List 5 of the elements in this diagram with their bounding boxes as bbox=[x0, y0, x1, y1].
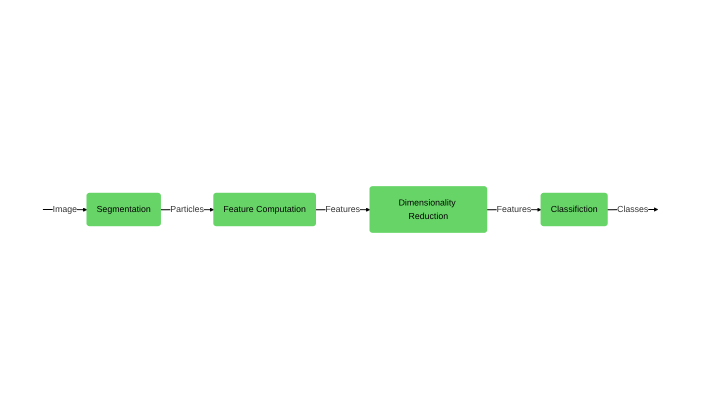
edge-label: Classes bbox=[617, 204, 648, 214]
edge-label: Image bbox=[52, 204, 78, 214]
edge-label: Particles bbox=[170, 204, 204, 214]
edge-label: Features bbox=[496, 204, 532, 214]
edge-label: Features bbox=[325, 204, 360, 214]
